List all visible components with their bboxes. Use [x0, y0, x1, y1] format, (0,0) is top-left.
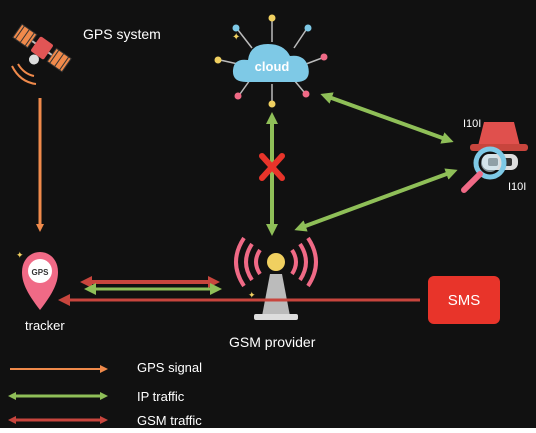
- tracker-label: tracker: [25, 318, 65, 333]
- ip-arrow-cloud-spy: [320, 92, 454, 144]
- cloud-label: cloud: [255, 59, 290, 74]
- legend-gsm-traffic: GSM traffic: [137, 413, 202, 428]
- gsm-provider-label: GSM provider: [229, 334, 316, 350]
- sms-box: [428, 276, 500, 324]
- cloud-network-icon: [214, 14, 328, 108]
- sms-label: SMS: [448, 292, 481, 309]
- satellite-icon: [12, 23, 72, 73]
- satellite-signal-arc: [11, 65, 37, 85]
- satellite-signal-arc: [17, 63, 35, 77]
- sparkle-icon: ✦: [248, 291, 256, 301]
- binary-label-top: I10I: [463, 118, 482, 130]
- binary-label-right: I10I: [508, 181, 527, 193]
- legend-ip-traffic: IP traffic: [137, 389, 185, 404]
- gps-pin-icon: [22, 252, 58, 310]
- sparkle-icon: ✦: [232, 32, 240, 43]
- blocked-x-icon: [259, 153, 285, 181]
- spy-icon: [461, 122, 528, 193]
- legend-gps-signal: GPS signal: [137, 360, 203, 375]
- cell-tower-icon: [234, 236, 318, 320]
- ip-arrow-tower-spy: [294, 168, 458, 232]
- gps-system-label: GPS system: [83, 26, 161, 42]
- sparkle-icon: ✦: [16, 251, 24, 261]
- gps-pin-label: GPS: [32, 268, 50, 277]
